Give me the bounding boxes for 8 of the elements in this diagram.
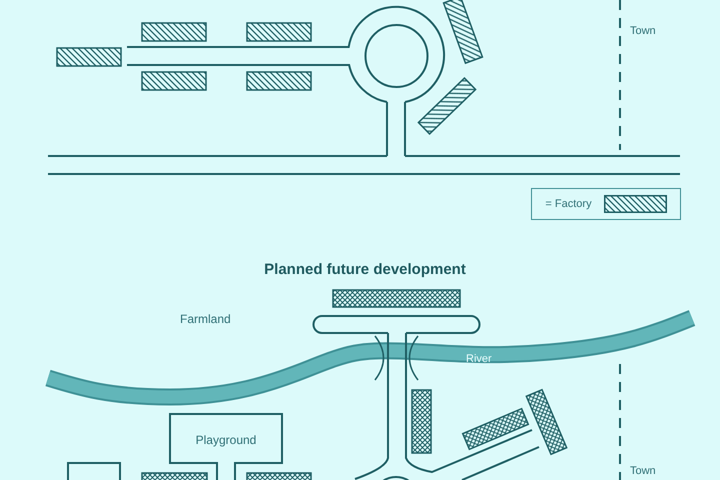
- place-label: Town: [630, 464, 656, 479]
- area-label: Farmland: [180, 311, 231, 328]
- map-heading: Planned future development: [263, 260, 467, 280]
- area-box: Playground: [169, 413, 283, 464]
- place-label: Town: [630, 24, 656, 39]
- river-label: River: [466, 352, 492, 367]
- legend-label: = Factory: [545, 196, 592, 212]
- building-box: [67, 462, 121, 480]
